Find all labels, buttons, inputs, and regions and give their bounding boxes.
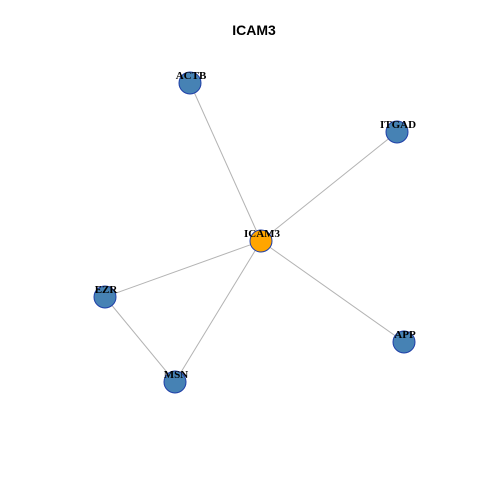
labels-layer: ICAM3 ACTB ITGAD EZR APP MSN [95, 70, 416, 381]
node-label-itgad: ITGAD [380, 119, 416, 131]
node-itgad[interactable] [385, 120, 409, 144]
nodes-layer [93, 71, 416, 394]
edge-icam3-itgad [260, 131, 398, 242]
edge-icam3-actb [189, 82, 262, 242]
diagram-title: ICAM3 [232, 22, 276, 38]
node-label-app: APP [394, 329, 416, 341]
edge-ezr-msn [104, 296, 176, 383]
edge-icam3-msn [174, 240, 262, 383]
node-label-msn: MSN [164, 369, 189, 381]
node-label-icam3: ICAM3 [244, 228, 281, 240]
node-ezr[interactable] [93, 285, 117, 309]
edges-layer [104, 82, 405, 383]
edge-icam3-app [260, 240, 405, 343]
node-icam3[interactable] [249, 229, 273, 253]
edge-icam3-ezr [104, 240, 262, 298]
node-actb[interactable] [178, 71, 202, 95]
node-label-actb: ACTB [176, 70, 207, 82]
node-msn[interactable] [163, 370, 187, 394]
node-label-ezr: EZR [95, 284, 119, 296]
node-app[interactable] [392, 330, 416, 354]
